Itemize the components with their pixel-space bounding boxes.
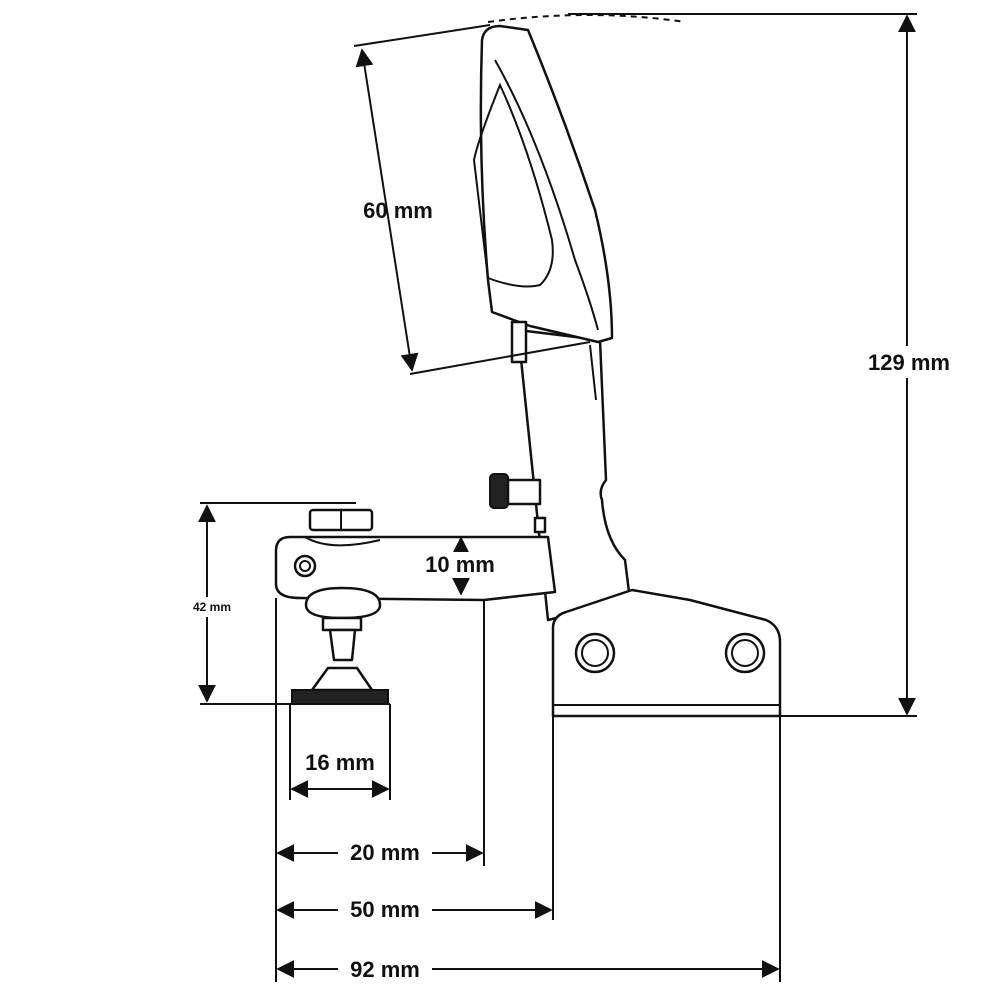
dim-label-20: 20 mm (350, 840, 420, 865)
dim-label-42: 42 mm (193, 600, 231, 614)
dim-label-60: 60 mm (363, 198, 433, 223)
clamp-base (551, 588, 782, 718)
dim-label-16: 16 mm (305, 750, 375, 775)
dim-label-50: 50 mm (350, 897, 420, 922)
handle (479, 24, 614, 344)
handle-grip (472, 82, 554, 288)
clamp-drawing (274, 14, 782, 718)
dim-label-129: 129 mm (868, 350, 950, 375)
dashed-swing-arc (487, 14, 686, 23)
spindle (291, 586, 389, 705)
arm-hole (293, 554, 317, 578)
dim-label-92: 92 mm (350, 957, 420, 982)
adjusting-knob (489, 473, 547, 534)
dim-label-10: 10 mm (425, 552, 495, 577)
